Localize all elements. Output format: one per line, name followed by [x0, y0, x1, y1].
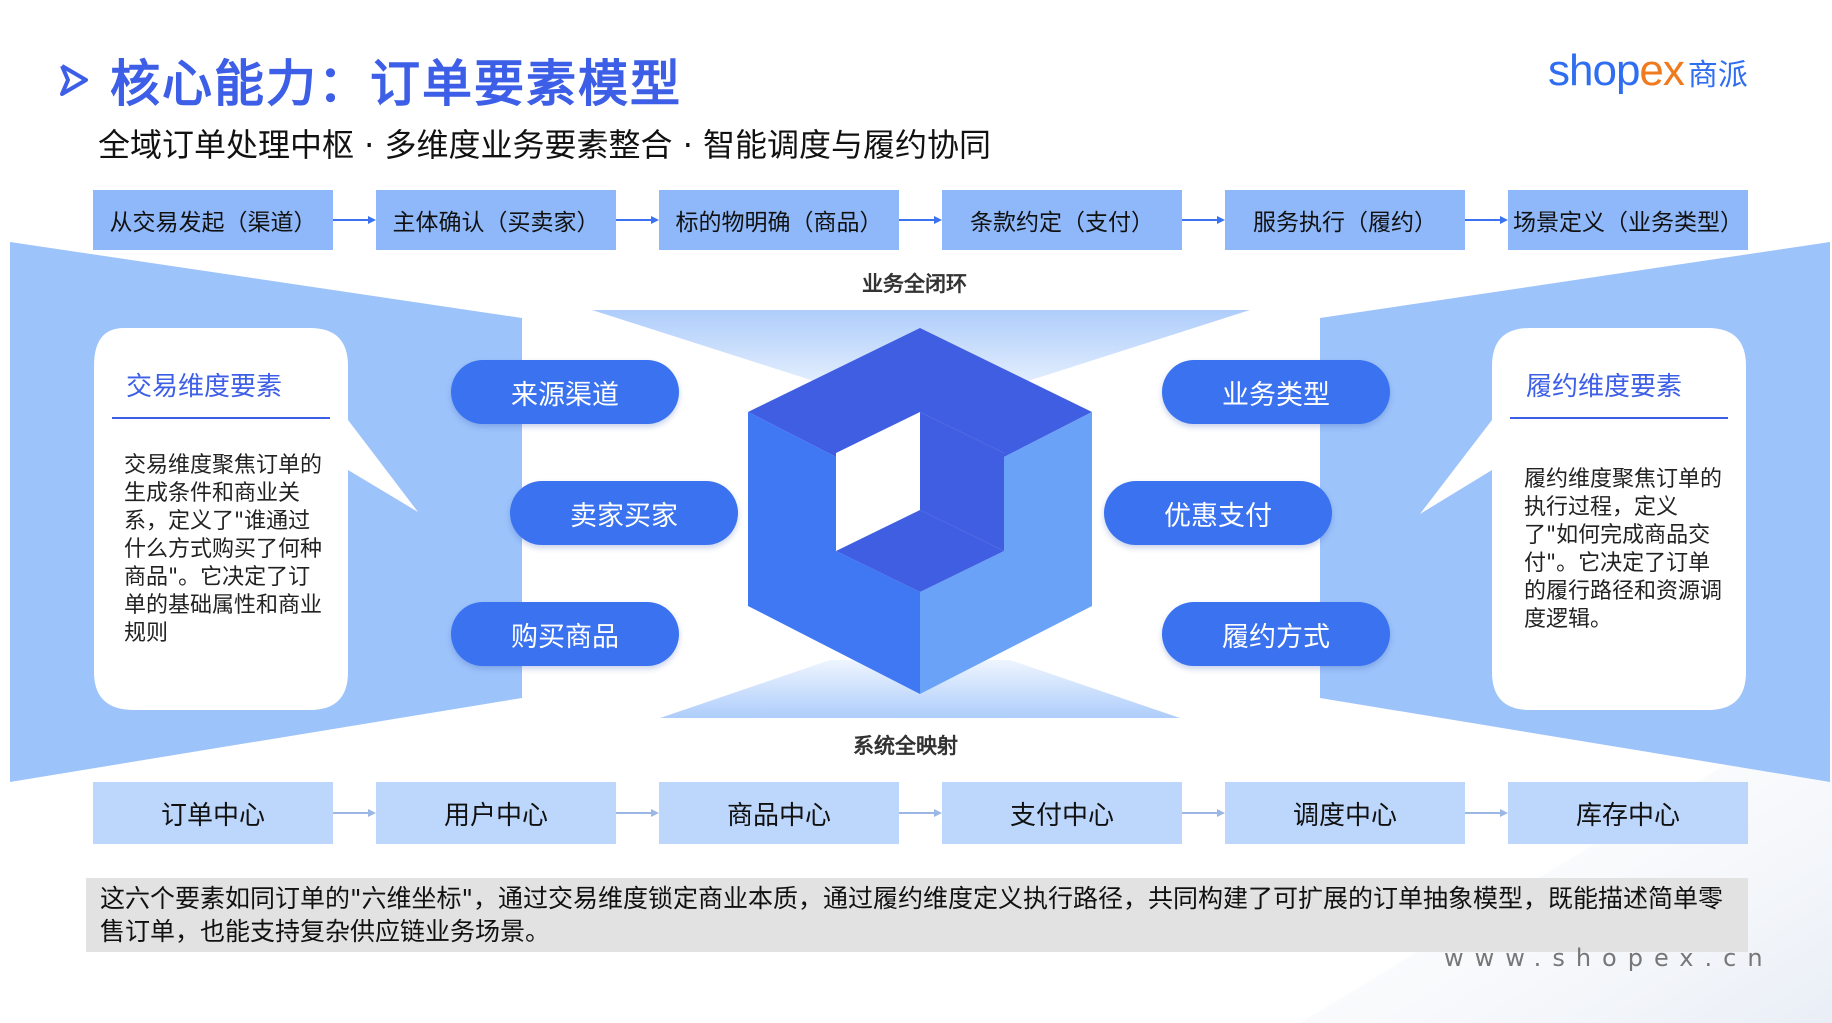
right-callout-title: 履约维度要素 [1526, 372, 1683, 402]
right-callout-bubble [1420, 328, 1746, 710]
pill-purchase-goods: 购买商品 [451, 602, 679, 666]
pill-seller-buyer: 卖家买家 [510, 481, 738, 545]
center-arrow-icon [1182, 809, 1225, 817]
flow-arrow-icon [1182, 216, 1225, 224]
center-arrow-icon [899, 809, 942, 817]
flow-arrow-icon [1465, 216, 1508, 224]
left-callout-bubble [94, 328, 418, 710]
flow-step-payment: 条款约定（支付） [942, 190, 1182, 250]
footer-url: www.shopex.cn [1444, 944, 1774, 972]
flow-step-parties: 主体确认（买卖家） [376, 190, 616, 250]
pill-business-type: 业务类型 [1162, 360, 1390, 424]
cube-logo [748, 328, 1092, 694]
brand-text-cn: 商派 [1687, 58, 1748, 93]
brand-logo: shop ex 商派 [1548, 46, 1748, 96]
flow-arrow-icon [616, 216, 659, 224]
flow-step-fulfillment: 服务执行（履约） [1225, 190, 1465, 250]
right-callout-body: 履约维度聚焦订单的执行过程，定义了"如何完成商品交付"。它决定了订单的履行路径和… [1524, 467, 1723, 632]
flow-arrow-icon [899, 216, 942, 224]
title-row: 核心能力：订单要素模型 [58, 44, 682, 116]
left-callout-body: 交易维度聚焦订单的生成条件和商业关系，定义了"谁通过什么方式购买了何种商品"。它… [124, 453, 323, 646]
center-user: 用户中心 [376, 782, 616, 844]
pill-fulfillment-method: 履约方式 [1162, 602, 1390, 666]
flow-step-scenario: 场景定义（业务类型） [1508, 190, 1748, 250]
play-arrow-icon [60, 64, 88, 96]
mapping-label: 系统全映射 [853, 734, 958, 758]
flow-arrow-icon [333, 216, 376, 224]
pill-discount-payment: 优惠支付 [1104, 481, 1332, 545]
center-arrow-icon [333, 809, 376, 817]
center-dispatch: 调度中心 [1225, 782, 1465, 844]
summary-text: 这六个要素如同订单的"六维坐标"，通过交易维度锁定商业本质，通过履约维度定义执行… [86, 878, 1748, 952]
loop-label: 业务全闭环 [862, 272, 967, 296]
center-inventory: 库存中心 [1508, 782, 1748, 844]
left-callout-title: 交易维度要素 [126, 372, 283, 402]
brand-text-ex: ex [1639, 46, 1684, 95]
page-subtitle: 全域订单处理中枢 · 多维度业务要素整合 · 智能调度与履约协同 [98, 126, 992, 164]
flow-step-channel: 从交易发起（渠道） [93, 190, 333, 250]
pill-source-channel: 来源渠道 [451, 360, 679, 424]
center-payment: 支付中心 [942, 782, 1182, 844]
center-arrow-icon [616, 809, 659, 817]
brand-text-shop: shop [1548, 46, 1640, 95]
center-arrow-icon [1465, 809, 1508, 817]
page-title: 核心能力：订单要素模型 [110, 55, 682, 113]
center-goods: 商品中心 [659, 782, 899, 844]
center-order: 订单中心 [93, 782, 333, 844]
flow-step-goods: 标的物明确（商品） [659, 190, 899, 250]
